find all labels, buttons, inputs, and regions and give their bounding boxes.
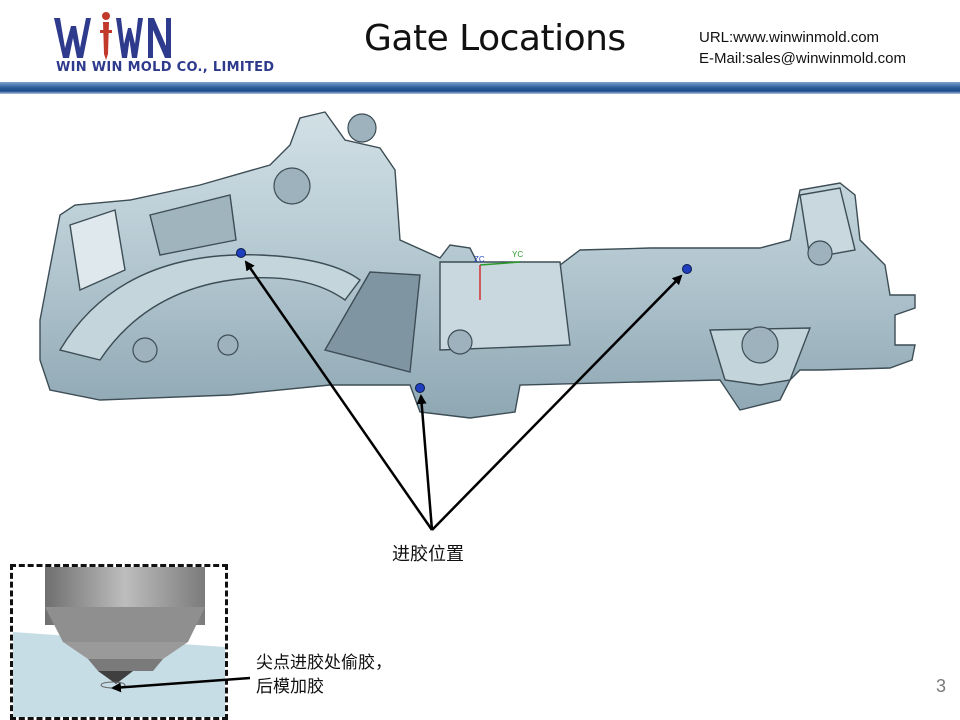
detail-note-line-1: 尖点进胶处偷胶，	[256, 653, 392, 673]
company-name: WIN WIN MOLD CO., LIMITED	[56, 60, 275, 75]
header-divider-bar	[0, 82, 960, 94]
part-body	[39, 111, 916, 419]
slide-title: Gate Locations	[364, 18, 626, 59]
company-logo	[54, 12, 171, 60]
axis-label-yc: YC	[512, 250, 523, 259]
gate-marker-left	[236, 248, 246, 258]
gate-marker-center	[415, 383, 425, 393]
detail-note-line-2: 后模加胶	[256, 677, 324, 697]
page-number: 3	[936, 676, 947, 696]
part-cad-render: ZC YC	[39, 111, 916, 419]
detail-note: 尖点进胶处偷胶， 后模加胶	[256, 651, 392, 699]
gate-detail-drawing	[13, 567, 225, 717]
email-address[interactable]: E-Mail:sales@winwinmold.com	[699, 50, 906, 67]
website-url[interactable]: URL:www.winwinmold.com	[699, 29, 880, 46]
contact-info: URL:www.winwinmold.com E-Mail:sales@winw…	[699, 27, 906, 69]
gate-marker-right	[682, 264, 692, 274]
gate-location-label: 进胶位置	[392, 544, 464, 565]
axis-label-zc: ZC	[474, 255, 485, 264]
slide-header: WIN WIN MOLD CO., LIMITED Gate Locations…	[0, 0, 960, 96]
gate-detail-inset	[10, 564, 228, 720]
